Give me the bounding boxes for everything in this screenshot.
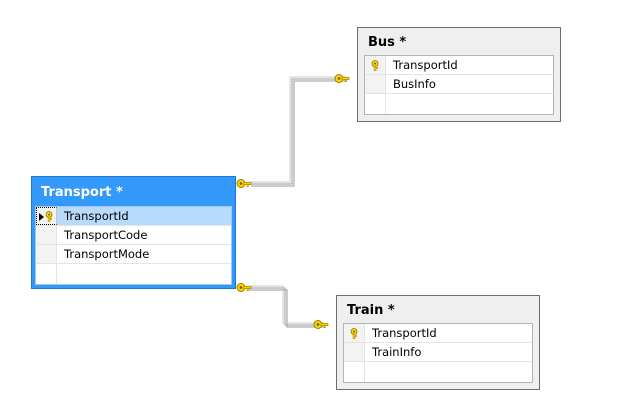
key-icon xyxy=(371,60,379,71)
table-row-empty[interactable] xyxy=(365,94,553,114)
row-gutter[interactable] xyxy=(365,56,386,74)
field-grid-transport[interactable]: TransportId TransportCode TransportMode xyxy=(35,206,232,285)
table-row[interactable]: TransportId xyxy=(365,56,553,75)
field-grid-train[interactable]: TransportId TrainInfo xyxy=(343,323,533,383)
row-gutter[interactable] xyxy=(365,75,386,93)
entity-title-bus: Bus * xyxy=(368,35,407,50)
row-selector-icon xyxy=(39,213,44,221)
field-name-empty xyxy=(57,264,231,284)
entity-train[interactable]: Train * TransportId TrainInfo xyxy=(336,295,540,390)
row-gutter[interactable] xyxy=(344,343,365,361)
row-gutter[interactable] xyxy=(344,324,365,342)
table-row[interactable]: BusInfo xyxy=(365,75,553,94)
entity-transport[interactable]: Transport * TransportId TransportCode xyxy=(31,176,236,289)
field-name: TransportId xyxy=(393,58,458,72)
field-name: TransportId xyxy=(372,326,437,340)
table-row-empty[interactable] xyxy=(344,362,532,382)
row-gutter[interactable] xyxy=(344,362,365,382)
row-gutter[interactable] xyxy=(36,226,57,244)
row-gutter[interactable] xyxy=(36,264,57,284)
table-row[interactable]: TrainInfo xyxy=(344,343,532,362)
field-name: TransportId xyxy=(64,209,129,223)
field-name: TrainInfo xyxy=(372,345,422,359)
entity-bus[interactable]: Bus * TransportId BusInfo xyxy=(357,27,561,122)
row-gutter[interactable] xyxy=(36,245,57,263)
table-row[interactable]: TransportId xyxy=(344,324,532,343)
table-row-empty[interactable] xyxy=(36,264,231,284)
field-name: BusInfo xyxy=(393,77,436,91)
connector-transport-bus xyxy=(249,76,347,187)
field-grid-bus[interactable]: TransportId BusInfo xyxy=(364,55,554,115)
relationship-endpoint-key-icon[interactable] xyxy=(236,178,252,189)
relationship-endpoint-key-icon[interactable] xyxy=(334,73,350,84)
key-icon xyxy=(45,211,53,222)
row-gutter[interactable] xyxy=(365,94,386,114)
entity-title-transport: Transport * xyxy=(41,185,123,200)
relationship-endpoint-key-icon[interactable] xyxy=(313,319,329,330)
key-icon xyxy=(350,328,358,339)
field-name: TransportCode xyxy=(64,228,148,242)
row-gutter-selected[interactable] xyxy=(36,207,57,225)
table-row[interactable]: TransportId xyxy=(36,207,231,226)
field-name-empty xyxy=(386,94,553,114)
field-name-empty xyxy=(365,362,532,382)
entity-title-train: Train * xyxy=(347,303,395,318)
table-row[interactable]: TransportMode xyxy=(36,245,231,264)
table-row[interactable]: TransportCode xyxy=(36,226,231,245)
relationship-endpoint-key-icon[interactable] xyxy=(236,282,252,293)
field-name: TransportMode xyxy=(64,247,150,261)
